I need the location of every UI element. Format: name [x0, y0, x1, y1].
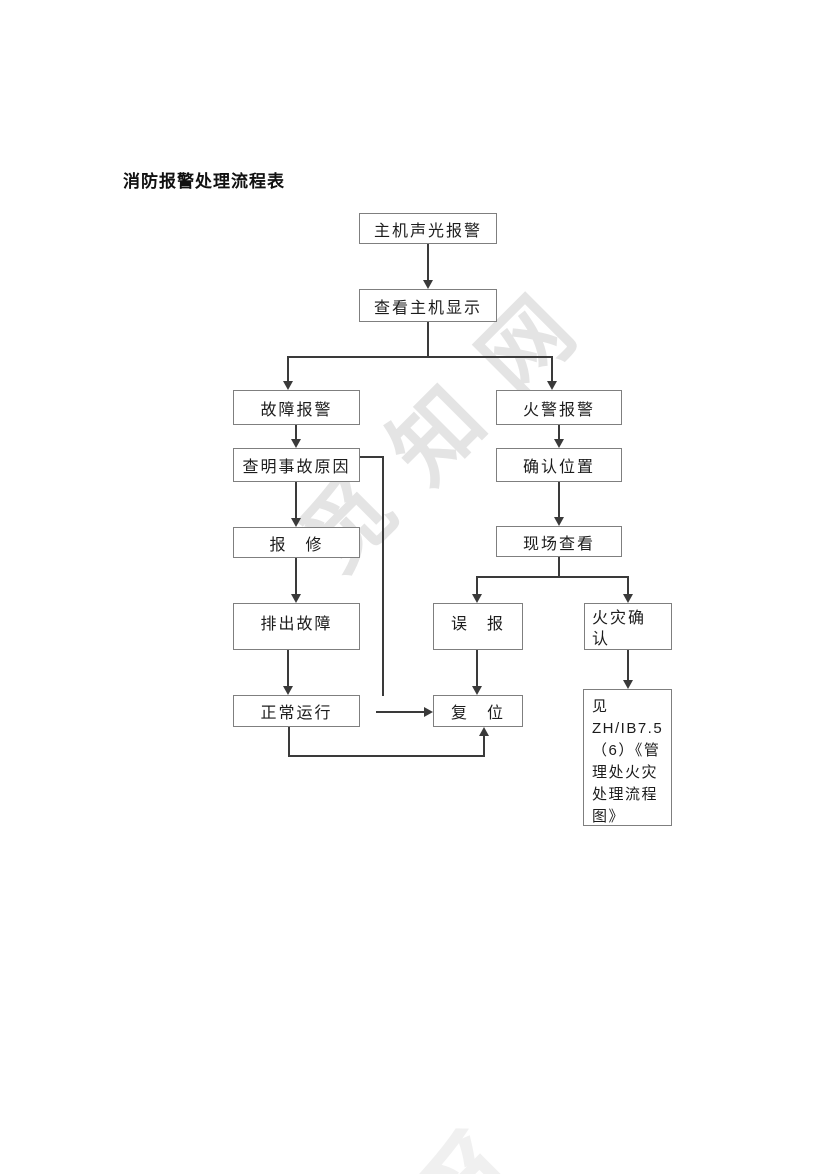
flow-line: [476, 576, 478, 595]
flow-line: [288, 755, 485, 757]
flow-line: [476, 650, 478, 687]
node-fire-alarm: 火警报警: [496, 390, 622, 425]
watermark-partial-text: 觅: [387, 1112, 552, 1174]
arrowhead-down: [472, 686, 482, 695]
flow-line: [427, 244, 429, 281]
arrowhead-down: [291, 518, 301, 527]
node-reference-note: 见 ZH/IB7.5 （6）《管 理处火灾 处理流程 图》: [583, 689, 672, 826]
flow-line: [376, 711, 424, 713]
flow-line: [295, 558, 297, 595]
flow-line: [558, 557, 560, 577]
arrowhead-down: [291, 594, 301, 603]
node-confirm-position: 确认位置: [496, 448, 622, 482]
node-reset: 复 位: [433, 695, 523, 727]
flow-line: [287, 356, 289, 382]
node-remove-fault: 排出故障: [233, 603, 360, 650]
arrowhead-down: [472, 594, 482, 603]
arrowhead-down: [554, 517, 564, 526]
flow-line: [427, 322, 429, 357]
arrowhead-down: [283, 381, 293, 390]
flow-line: [627, 576, 629, 595]
flow-line: [295, 482, 297, 519]
arrowhead-down: [283, 686, 293, 695]
flow-line: [627, 650, 629, 681]
node-host-sound-light-alarm: 主机声光报警: [359, 213, 497, 244]
flow-line: [288, 727, 290, 757]
flow-line: [483, 736, 485, 757]
flow-line: [295, 425, 297, 440]
flow-line: [558, 482, 560, 518]
arrowhead-down: [554, 439, 564, 448]
flow-line: [288, 356, 553, 358]
flow-line: [360, 456, 384, 458]
arrowhead-down: [623, 680, 633, 689]
node-check-host-display: 查看主机显示: [359, 289, 497, 322]
arrowhead-down: [547, 381, 557, 390]
node-site-check: 现场查看: [496, 526, 622, 557]
node-report-repair: 报 修: [233, 527, 360, 558]
flow-line: [477, 576, 629, 578]
flow-line: [382, 456, 384, 696]
node-normal-operation: 正常运行: [233, 695, 360, 727]
arrowhead-down: [623, 594, 633, 603]
arrowhead-down: [291, 439, 301, 448]
arrowhead-up: [479, 727, 489, 736]
node-fire-confirm: 火灾确 认: [584, 603, 672, 650]
arrowhead-right: [424, 707, 433, 717]
flow-line: [287, 650, 289, 687]
flow-line: [558, 425, 560, 440]
flow-line: [551, 356, 553, 382]
page-title: 消防报警处理流程表: [123, 172, 285, 191]
arrowhead-down: [423, 280, 433, 289]
node-identify-accident-cause: 查明事故原因: [233, 448, 360, 482]
node-false-alarm: 误 报: [433, 603, 523, 650]
node-fault-alarm: 故障报警: [233, 390, 360, 425]
